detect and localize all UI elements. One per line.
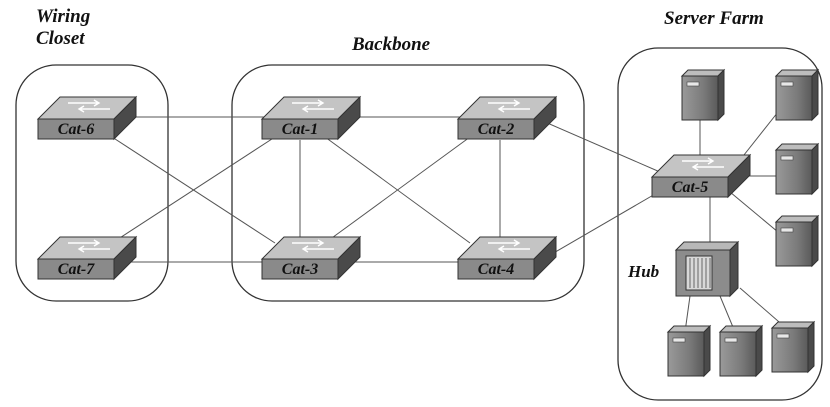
arrows-icon (292, 239, 334, 253)
server-bottom-2[interactable] (718, 324, 764, 378)
link-cat4-cat5 (544, 189, 663, 259)
switch-label: Cat-6 (58, 121, 94, 138)
link-cat7-cat1 (111, 136, 276, 244)
arrows-icon (68, 99, 110, 113)
backbone-title: Backbone (352, 34, 431, 55)
switch-cat1[interactable]: Cat-1 (260, 95, 362, 141)
server-farm-boundary (617, 47, 823, 401)
switch-label: Cat-3 (282, 261, 318, 278)
arrows-icon (292, 99, 334, 113)
switch-cat3[interactable]: Cat-3 (260, 235, 362, 281)
wiring-closet-title-line2: Closet (36, 27, 85, 49)
link-cat5-server-r3 (729, 191, 779, 233)
arrows-icon (488, 239, 530, 253)
link-hub-server-b3 (739, 287, 787, 329)
backbone-boundary (231, 64, 585, 302)
switch-label: Cat-4 (478, 261, 514, 278)
wiring-closet-title-line1: Wiring (36, 6, 91, 27)
connection-lines (111, 111, 787, 333)
server-bottom-3[interactable] (770, 320, 816, 374)
server-right-3[interactable] (774, 214, 820, 268)
hub-label: Hub (628, 262, 660, 281)
server-right-2[interactable] (774, 142, 820, 196)
arrows-icon (68, 239, 110, 253)
wiring-closet-title: Wiring Closet (36, 6, 90, 50)
arrows-icon (682, 157, 724, 171)
server-right-1[interactable] (774, 68, 820, 122)
wiring-closet-boundary (15, 64, 169, 302)
link-cat5-server-r1 (739, 111, 779, 161)
link-cat2-cat3 (324, 136, 471, 244)
switch-label: Cat-7 (58, 261, 95, 278)
switch-cat4[interactable]: Cat-4 (456, 235, 558, 281)
server-bottom-1[interactable] (666, 324, 712, 378)
switch-cat6[interactable]: Cat-6 (36, 95, 138, 141)
switch-cat5[interactable]: Cat-5 (650, 153, 752, 199)
switch-cat2[interactable]: Cat-2 (456, 95, 558, 141)
server-top-left[interactable] (680, 68, 726, 122)
arrows-icon (488, 99, 530, 113)
server-farm-title: Server Farm (664, 8, 764, 29)
link-cat2-cat5 (544, 121, 661, 173)
switch-label: Cat-1 (282, 121, 318, 138)
switch-cat7[interactable]: Cat-7 (36, 235, 138, 281)
switch-label: Cat-5 (672, 179, 708, 196)
switch-label: Cat-2 (478, 121, 514, 138)
hub-device[interactable] (674, 240, 740, 298)
